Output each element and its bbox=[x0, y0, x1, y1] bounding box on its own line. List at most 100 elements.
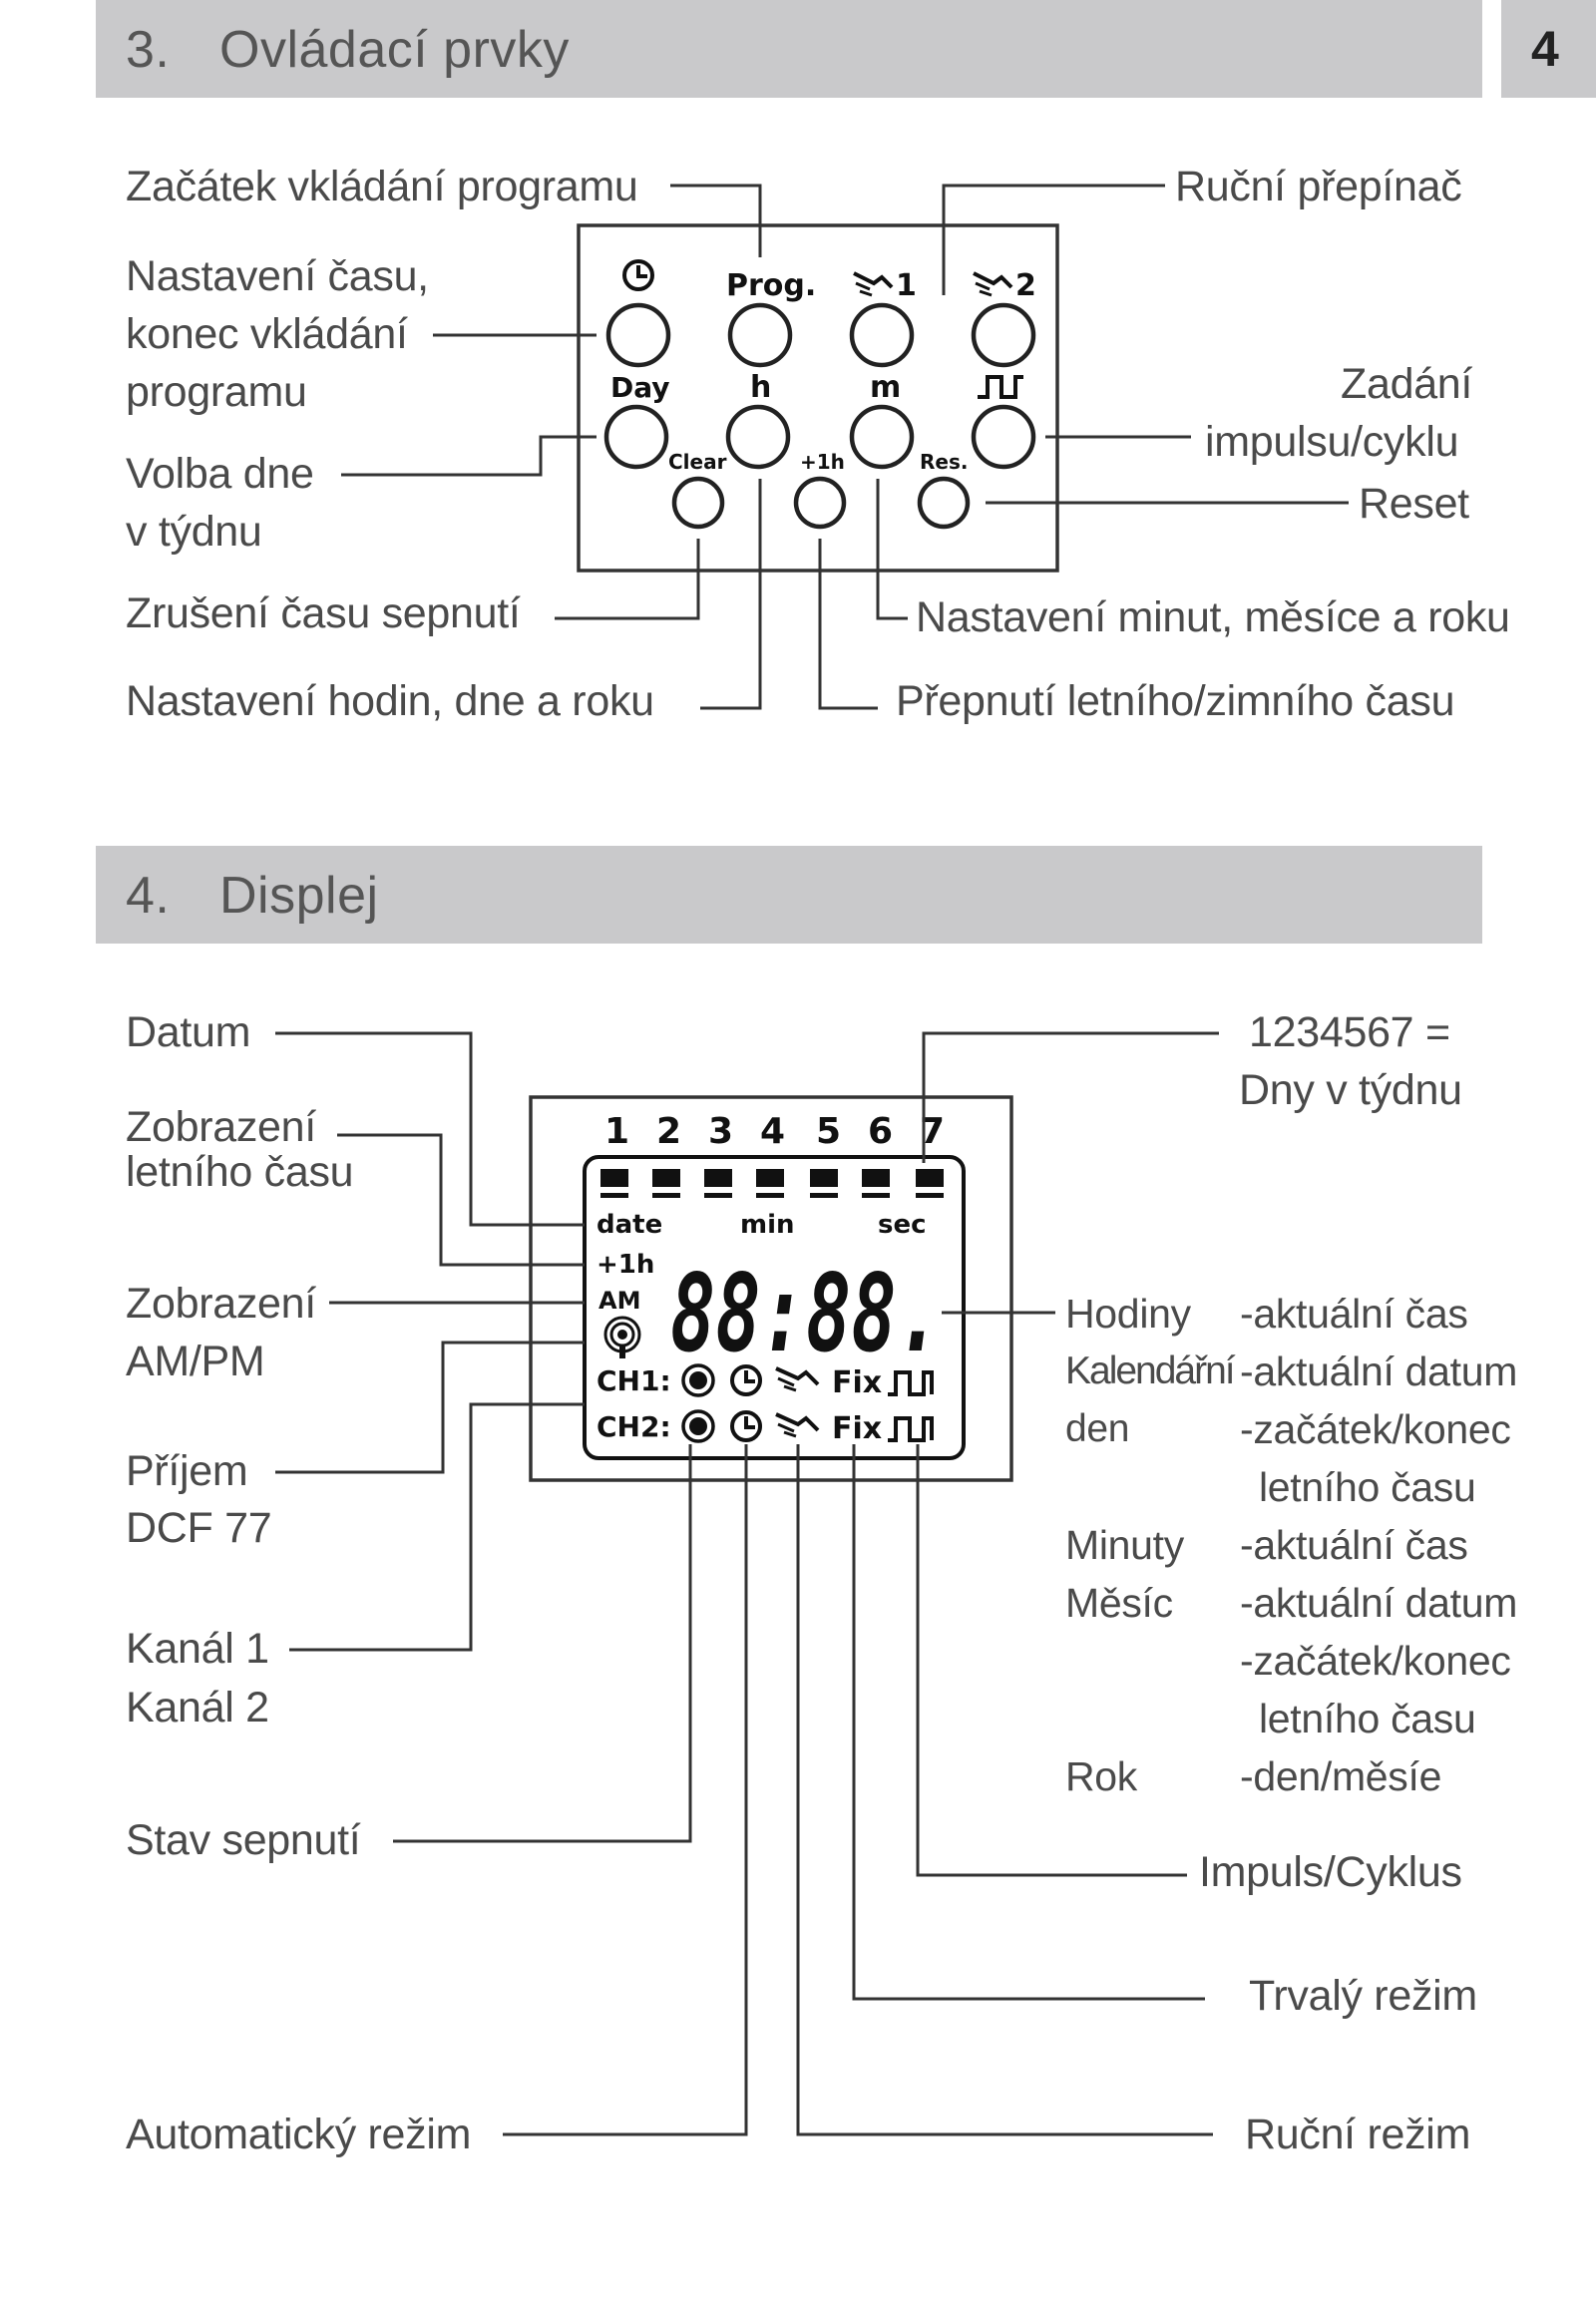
label-summer-1: Zobrazení bbox=[126, 1103, 316, 1151]
leader-manual-mode bbox=[796, 1444, 1213, 2136]
clear-label: Clear bbox=[668, 450, 727, 474]
clear-button[interactable] bbox=[671, 476, 725, 530]
label-clear-time: Zrušení času sepnutí bbox=[126, 589, 521, 637]
label-manual-mode: Ruční režim bbox=[1245, 2111, 1471, 2158]
legend-desc: -aktuální čas bbox=[1240, 1291, 1468, 1337]
legend-desc: -den/měsíe bbox=[1240, 1753, 1442, 1799]
impulse-button[interactable] bbox=[971, 404, 1036, 470]
legend-desc: letního času bbox=[1259, 1464, 1476, 1510]
plus1h-button[interactable] bbox=[793, 476, 847, 530]
label-datum: Datum bbox=[126, 1008, 251, 1056]
lcd-date: date bbox=[597, 1210, 662, 1240]
leader-dcf bbox=[275, 1341, 585, 1474]
lcd-am: AM bbox=[598, 1287, 640, 1315]
leader-permanent bbox=[852, 1444, 1205, 2001]
lcd-ch1-fix: Fix bbox=[832, 1365, 882, 1400]
label-weekdays-1: 1234567 = bbox=[1249, 1008, 1450, 1056]
label-program-start: Začátek vkládání programu bbox=[126, 163, 638, 210]
m-label: m bbox=[870, 370, 901, 405]
leader-datum bbox=[275, 1031, 585, 1227]
label-time-set-1: Nastavení času, bbox=[126, 252, 429, 300]
manual2-button[interactable] bbox=[971, 302, 1036, 368]
ch1-state-icon bbox=[681, 1363, 715, 1397]
ch2-state-icon bbox=[681, 1409, 715, 1443]
dcf-antenna-icon bbox=[603, 1316, 641, 1358]
leader-plus1h bbox=[818, 539, 878, 710]
legend-name: Měsíc bbox=[1065, 1580, 1173, 1626]
legend-desc: -aktuální datum bbox=[1240, 1348, 1518, 1394]
lcd-ch2: CH2: bbox=[597, 1410, 671, 1443]
label-time-set-2: konec vkládání bbox=[126, 310, 408, 358]
ch2-auto-icon bbox=[730, 1410, 762, 1442]
h-label: h bbox=[750, 370, 771, 405]
label-impulse-2: impulsu/cyklu bbox=[1205, 418, 1459, 466]
label-weekdays-2: Dny v týdnu bbox=[1239, 1066, 1462, 1114]
label-channel-1: Kanál 1 bbox=[126, 1625, 269, 1673]
section-3-number: 3. bbox=[126, 21, 171, 79]
legend-desc: -začátek/konec bbox=[1240, 1406, 1511, 1452]
lcd-ch1: CH1: bbox=[597, 1364, 671, 1397]
prog-label: Prog. bbox=[726, 268, 816, 303]
label-permanent-mode: Trvalý režim bbox=[1249, 1972, 1477, 2020]
page-number-tab bbox=[1501, 0, 1596, 98]
leader-manual bbox=[942, 184, 1165, 295]
lcd-day-4: 4 bbox=[760, 1111, 785, 1152]
label-manual-switch: Ruční přepínač bbox=[1175, 163, 1462, 210]
day-button[interactable] bbox=[603, 404, 669, 470]
leader-switch-state bbox=[393, 1444, 692, 1843]
manual2-label: 2 bbox=[1015, 268, 1036, 303]
label-ampm-2: AM/PM bbox=[126, 1338, 265, 1385]
lcd-min: min bbox=[740, 1210, 795, 1240]
lcd-day-2: 2 bbox=[656, 1111, 681, 1152]
leader-weekdays bbox=[922, 1031, 1219, 1163]
label-time-set-3: programu bbox=[126, 368, 307, 416]
legend-desc: -aktuální datum bbox=[1240, 1580, 1518, 1626]
legend-desc: -aktuální čas bbox=[1240, 1522, 1468, 1568]
label-switch-state: Stav sepnutí bbox=[126, 1816, 361, 1864]
clock-button[interactable] bbox=[605, 302, 671, 368]
label-impulse-cycle: Impuls/Cyklus bbox=[1199, 1848, 1462, 1896]
manual1-label: 1 bbox=[896, 268, 917, 303]
ch1-pulse-icon bbox=[888, 1370, 934, 1396]
label-summer-2: letního času bbox=[126, 1148, 354, 1196]
section-4-header-bar bbox=[96, 846, 1482, 944]
manual1-button[interactable] bbox=[849, 302, 915, 368]
ch2-pulse-icon bbox=[888, 1416, 934, 1442]
label-dcf-2: DCF 77 bbox=[126, 1504, 272, 1552]
lcd-digits: 88:88. bbox=[670, 1252, 942, 1376]
lcd-day-1: 1 bbox=[604, 1111, 629, 1152]
ch1-manual-icon bbox=[775, 1366, 820, 1392]
label-minutes-set: Nastavení minut, měsíce a roku bbox=[916, 593, 1510, 641]
leader-m bbox=[876, 479, 908, 620]
leader-channel bbox=[289, 1402, 585, 1652]
lcd-ch2-fix: Fix bbox=[832, 1411, 882, 1446]
clock-icon bbox=[622, 259, 654, 291]
label-channel-2: Kanál 2 bbox=[126, 1684, 269, 1732]
day-label: Day bbox=[610, 371, 670, 404]
legend-name: Minuty bbox=[1065, 1522, 1184, 1568]
plus1h-label: +1h bbox=[800, 450, 845, 474]
legend-name: Kalendářní bbox=[1065, 1349, 1236, 1392]
ch1-auto-icon bbox=[730, 1364, 762, 1396]
label-reset: Reset bbox=[1359, 480, 1469, 528]
leader-auto bbox=[503, 1444, 748, 2136]
control-panel-frame bbox=[577, 223, 1059, 573]
label-impulse-1: Zadání bbox=[1341, 360, 1473, 408]
label-dst-switch: Přepnutí letního/zimního času bbox=[896, 677, 1455, 725]
reset-button[interactable] bbox=[917, 476, 971, 530]
lcd-day-markers bbox=[600, 1169, 944, 1198]
leader-prog bbox=[670, 184, 762, 257]
label-auto-mode: Automatický režim bbox=[126, 2111, 472, 2158]
lcd-day-5: 5 bbox=[816, 1111, 841, 1152]
prog-button[interactable] bbox=[727, 302, 793, 368]
h-button[interactable] bbox=[725, 404, 791, 470]
page-number: 4 bbox=[1531, 21, 1559, 77]
m-button[interactable] bbox=[849, 404, 915, 470]
lcd-day-3: 3 bbox=[708, 1111, 733, 1152]
leader-h bbox=[700, 479, 762, 710]
legend-name: den bbox=[1065, 1407, 1130, 1450]
section-4-number: 4. bbox=[126, 867, 171, 925]
lcd-frame bbox=[583, 1155, 966, 1460]
